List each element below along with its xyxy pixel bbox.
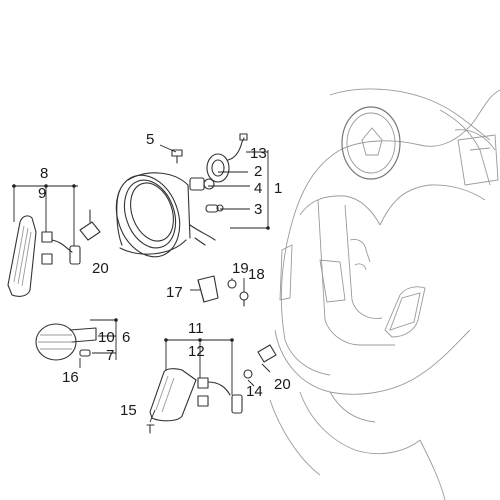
callout-20-headlamp: 20 <box>92 260 109 277</box>
callout-7: 7 <box>106 347 114 364</box>
washer-and-screw <box>227 279 249 307</box>
headlamp-bulb <box>189 177 215 191</box>
callout-9: 9 <box>38 185 46 202</box>
callout-13: 13 <box>250 145 267 162</box>
callout-14: 14 <box>246 383 263 400</box>
callout-19: 19 <box>232 260 249 277</box>
headlamp-assembly <box>115 172 216 258</box>
right-front-turn-signal <box>149 344 277 422</box>
callout-5: 5 <box>146 131 154 148</box>
callout-3: 3 <box>254 201 262 218</box>
leader-lines <box>12 144 271 423</box>
small-screw-15 <box>146 424 155 434</box>
callout-6: 6 <box>122 329 130 346</box>
callout-16: 16 <box>62 369 79 386</box>
left-front-turn-signal <box>7 209 101 297</box>
callout-11: 11 <box>188 320 204 337</box>
callout-labels: 5 13 2 4 1 3 8 9 20 17 19 18 6 10 7 16 1… <box>38 131 291 419</box>
callout-1: 1 <box>274 180 282 197</box>
callout-10: 10 <box>98 329 115 346</box>
callout-4: 4 <box>254 180 262 197</box>
mounting-screw <box>171 149 183 164</box>
small-bulb <box>205 204 224 213</box>
rear-round-light <box>35 323 97 361</box>
callout-2: 2 <box>254 163 262 180</box>
callout-17: 17 <box>166 284 183 301</box>
bracket-part <box>197 275 219 303</box>
scooter-body-outline <box>269 88 500 500</box>
callout-8: 8 <box>40 165 48 182</box>
reflector-disc <box>206 133 248 183</box>
callout-20-turn-signal: 20 <box>274 376 291 393</box>
leader-dots <box>12 184 270 342</box>
callout-12: 12 <box>188 343 205 360</box>
callout-15: 15 <box>120 402 137 419</box>
callout-18: 18 <box>248 266 265 283</box>
